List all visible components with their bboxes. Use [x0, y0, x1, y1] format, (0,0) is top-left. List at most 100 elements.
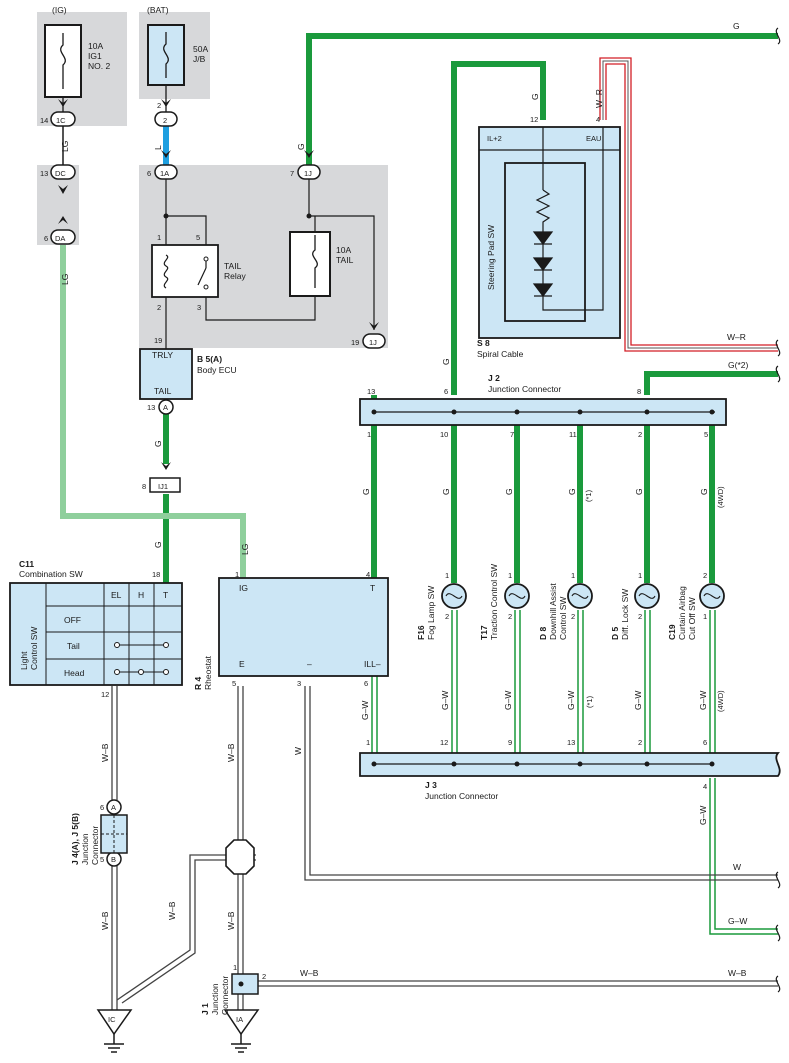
wire-gw4-label: G–W: [566, 691, 576, 710]
wire-g3-label: G: [153, 541, 163, 548]
c19-pin-1: 1: [703, 612, 707, 621]
sw-t17-code: T17: [479, 625, 489, 640]
wire-w-right-label: W: [733, 862, 741, 872]
csw-name: Combination SW: [19, 569, 83, 579]
junction-connector-j2: [359, 398, 727, 426]
junction-j1-box: [231, 973, 259, 995]
fuse-tail-line1: 10A: [336, 245, 351, 255]
fuse-ig-line3: NO. 2: [88, 61, 110, 71]
pin-spiral-12: 12: [530, 115, 538, 124]
csw-side-1: Light: [19, 651, 29, 670]
fuse-ig: [44, 24, 82, 112]
conn-da: DA: [55, 234, 65, 243]
bat-label: (BAT): [147, 5, 169, 15]
rheo-ig: IG: [239, 583, 248, 593]
wire-wb4-label: W–B: [226, 911, 236, 930]
conn-1a: 1A: [160, 169, 169, 178]
fuse-ig-line2: IG1: [88, 51, 102, 61]
j3-pin-6: 6: [703, 738, 707, 747]
f16-pin-2: 2: [445, 612, 449, 621]
j3-pin-9: 9: [508, 738, 512, 747]
tail-relay: [151, 244, 219, 298]
green-wires: [163, 33, 778, 583]
wire-lg1-label: LG: [60, 141, 70, 152]
wire-g4-label: G: [361, 488, 371, 495]
pin-rh-1: 1: [235, 570, 239, 579]
conn-2: 2: [163, 116, 167, 125]
ecu-code: B 5(A): [197, 354, 222, 364]
wire-g2star: [644, 371, 778, 395]
csw-side-2: Control SW: [29, 627, 39, 670]
wire-gw2-label: G–W: [440, 691, 450, 710]
sw-d8-name-1: Downhill Assist: [548, 583, 558, 640]
wire-lg3-label: LG: [240, 544, 250, 555]
wire-g-sw-label: G: [441, 358, 451, 365]
wire-g1-label: G: [296, 143, 306, 150]
j3-pin-4: 4: [703, 782, 707, 791]
wire-gw-right-label: G–W: [728, 916, 747, 926]
sw-d8-code: D 8: [538, 627, 548, 641]
pin-19a: 19: [154, 336, 162, 345]
j2-pin-13: 13: [367, 387, 375, 396]
t17-pin-1: 1: [508, 571, 512, 580]
j4-code: J 4(A), J 5(B): [70, 813, 80, 865]
junction-j4-j5: [100, 814, 128, 854]
wire-wb3-label: W–B: [226, 743, 236, 762]
j1-name-1: Junction: [210, 983, 220, 1015]
sw-d5-name: Diff. Lock SW: [620, 589, 630, 640]
rotated-labels: LG LG LG L G G G G G G W–R G G G (*1) G …: [19, 89, 725, 1015]
pin-2a: 2: [157, 101, 161, 110]
pin-rh-5: 5: [232, 679, 236, 688]
spiral-eau: EAU: [586, 134, 601, 143]
csw-col-t: T: [163, 590, 168, 600]
wire-g-d5-label: G: [634, 488, 644, 495]
j2-code: J 2: [488, 373, 500, 383]
splice-octagon: [225, 839, 255, 875]
body-ecu: [139, 348, 193, 400]
conn-1c: 1C: [56, 116, 66, 125]
j1-code: J 1: [200, 1003, 210, 1015]
sw-f16-code: F16: [416, 625, 426, 640]
relay-label-1: TAIL: [224, 261, 242, 271]
sw-f16-name: Fog Lamp SW: [426, 586, 436, 640]
wire-l-label: L: [153, 145, 163, 150]
pin-12: 12: [101, 690, 109, 699]
wire-gw1-label: G–W: [360, 701, 370, 720]
star1a-label: (*1): [584, 489, 593, 502]
pin-3: 3: [197, 303, 201, 312]
csw-row-head: Head: [64, 668, 85, 678]
sw-d8-name-2: Control SW: [558, 597, 568, 640]
wire-g2star-label: G(*2): [728, 360, 748, 370]
f16-pin-1: 1: [445, 571, 449, 580]
pin-19b: 19: [351, 338, 359, 347]
pin-6a: 6: [44, 234, 48, 243]
pin-1: 1: [157, 233, 161, 242]
sw-c19-code: C19: [667, 624, 677, 640]
pin-6b: 6: [147, 169, 151, 178]
pin-6j: 6: [100, 803, 104, 812]
fwd-a-label: (4WD): [716, 486, 725, 508]
spiral-code: S 8: [477, 338, 490, 348]
j2-pin-11: 11: [569, 430, 577, 439]
j2-pin-6: 6: [444, 387, 448, 396]
wire-g-top: [306, 33, 778, 165]
csw-code: C11: [19, 559, 34, 569]
rheo-ill: ILL–: [364, 659, 381, 669]
rheo-name: Rheostat: [203, 655, 213, 690]
rheo-code: R 4: [193, 677, 203, 691]
spiral-cable: [478, 126, 621, 339]
labels: (IG) (BAT) 10A IG1 NO. 2 50A J/B 10A TAI…: [19, 5, 748, 1024]
conn-1j-top: 1J: [304, 169, 312, 178]
wire-g2-label: G: [153, 440, 163, 447]
junction-dots: [163, 213, 312, 219]
wire-wb2-label: W–B: [100, 911, 110, 930]
rheostat-box: [218, 577, 389, 677]
conn-1j-bot: 1J: [369, 338, 377, 347]
ecu-tail: TAIL: [154, 386, 172, 396]
wire-lg: [60, 245, 246, 583]
ecu-name: Body ECU: [197, 365, 237, 375]
j2-pin-5: 5: [704, 430, 708, 439]
spiral-name: Spiral Cable: [477, 349, 524, 359]
pin-rh-6: 6: [364, 679, 368, 688]
